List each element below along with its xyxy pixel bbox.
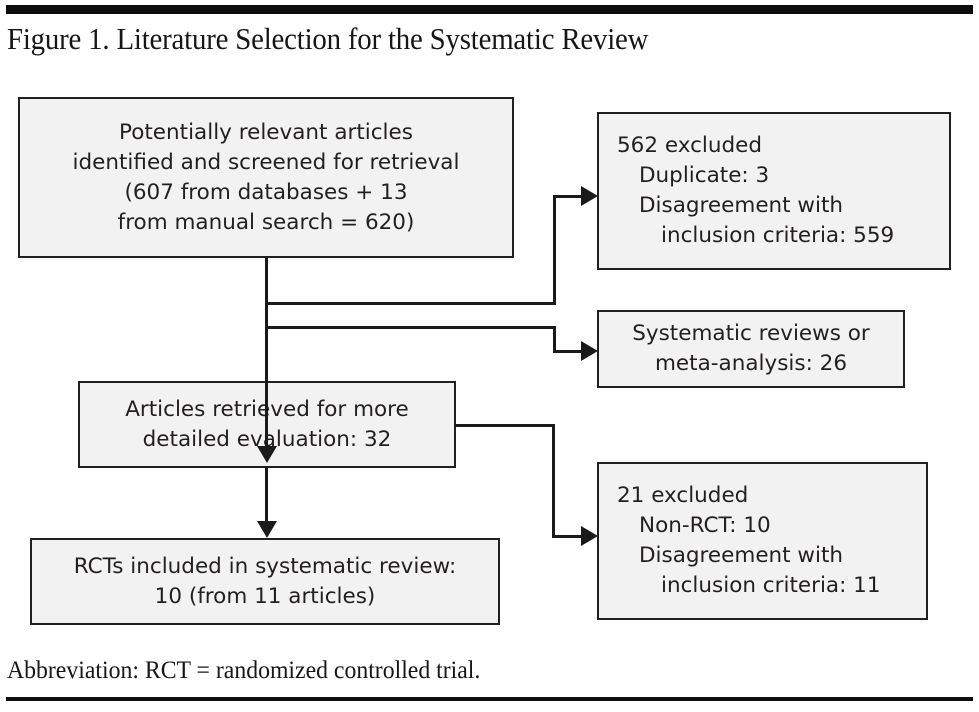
connector-to-excluded-21-segment xyxy=(552,424,555,538)
node-line: 10 (from 11 articles) xyxy=(154,583,376,609)
node-line: Non-RCT: 10 xyxy=(639,513,771,538)
connector-screened-to-retrieved xyxy=(265,258,268,454)
node-line: detailed evaluation: 32 xyxy=(142,426,392,452)
node-line: Duplicate: 3 xyxy=(639,163,770,188)
connector-to-excluded-562-segment xyxy=(265,302,556,305)
connector-to-excluded-21-segment xyxy=(455,424,555,427)
node-line: from manual search = 620) xyxy=(117,209,415,235)
connector-retrieved-to-included xyxy=(265,468,268,526)
connector-to-systematic-reviews-segment xyxy=(265,326,556,329)
node-line: inclusion criteria: 559 xyxy=(661,223,895,248)
node-line: Articles retrieved for more xyxy=(125,396,409,422)
node-line: Systematic reviews or xyxy=(632,321,870,346)
connector-to-systematic-reviews-segment xyxy=(553,350,585,353)
connector-to-systematic-reviews-segment xyxy=(553,326,556,353)
connector-to-excluded-562-segment xyxy=(553,195,585,198)
node-line: Disagreement with xyxy=(639,193,844,218)
top-divider-rule xyxy=(6,5,973,14)
arrowhead-right-to-excluded-21 xyxy=(581,526,598,546)
node-line: 562 excluded xyxy=(617,133,763,158)
arrowhead-right-to-excluded-562 xyxy=(581,186,598,206)
node-excluded-562: 562 excluded Duplicate: 3 Disagreement w… xyxy=(597,112,951,270)
node-line: inclusion criteria: 11 xyxy=(661,573,881,598)
bottom-divider-rule xyxy=(6,697,973,701)
connector-to-excluded-21-segment xyxy=(552,535,585,538)
node-line: RCTs included in systematic review: xyxy=(73,553,457,579)
node-excluded-21: 21 excluded Non-RCT: 10 Disagreement wit… xyxy=(597,462,928,620)
figure-footnote: Abbreviation: RCT = randomized controlle… xyxy=(7,657,481,684)
arrowhead-down-to-included xyxy=(257,521,277,538)
node-systematic-reviews: Systematic reviews or meta-analysis: 26 xyxy=(597,310,905,388)
figure-title: Figure 1. Literature Selection for the S… xyxy=(7,21,649,56)
node-line: meta-analysis: 26 xyxy=(654,351,848,376)
node-rcts-included: RCTs included in systematic review: 10 (… xyxy=(30,538,500,625)
node-line: 21 excluded xyxy=(617,483,749,508)
node-screened-articles: Potentially relevant articles identified… xyxy=(18,97,514,258)
node-line: Disagreement with xyxy=(639,543,844,568)
node-line: identified and screened for retrieval xyxy=(72,149,460,175)
arrowhead-right-to-systematic-reviews xyxy=(581,341,598,361)
node-line: (607 from databases + 13 xyxy=(124,179,408,205)
node-line: Potentially relevant articles xyxy=(119,119,413,145)
connector-to-excluded-562-segment xyxy=(553,195,556,305)
arrowhead-down-to-retrieved xyxy=(257,446,277,463)
